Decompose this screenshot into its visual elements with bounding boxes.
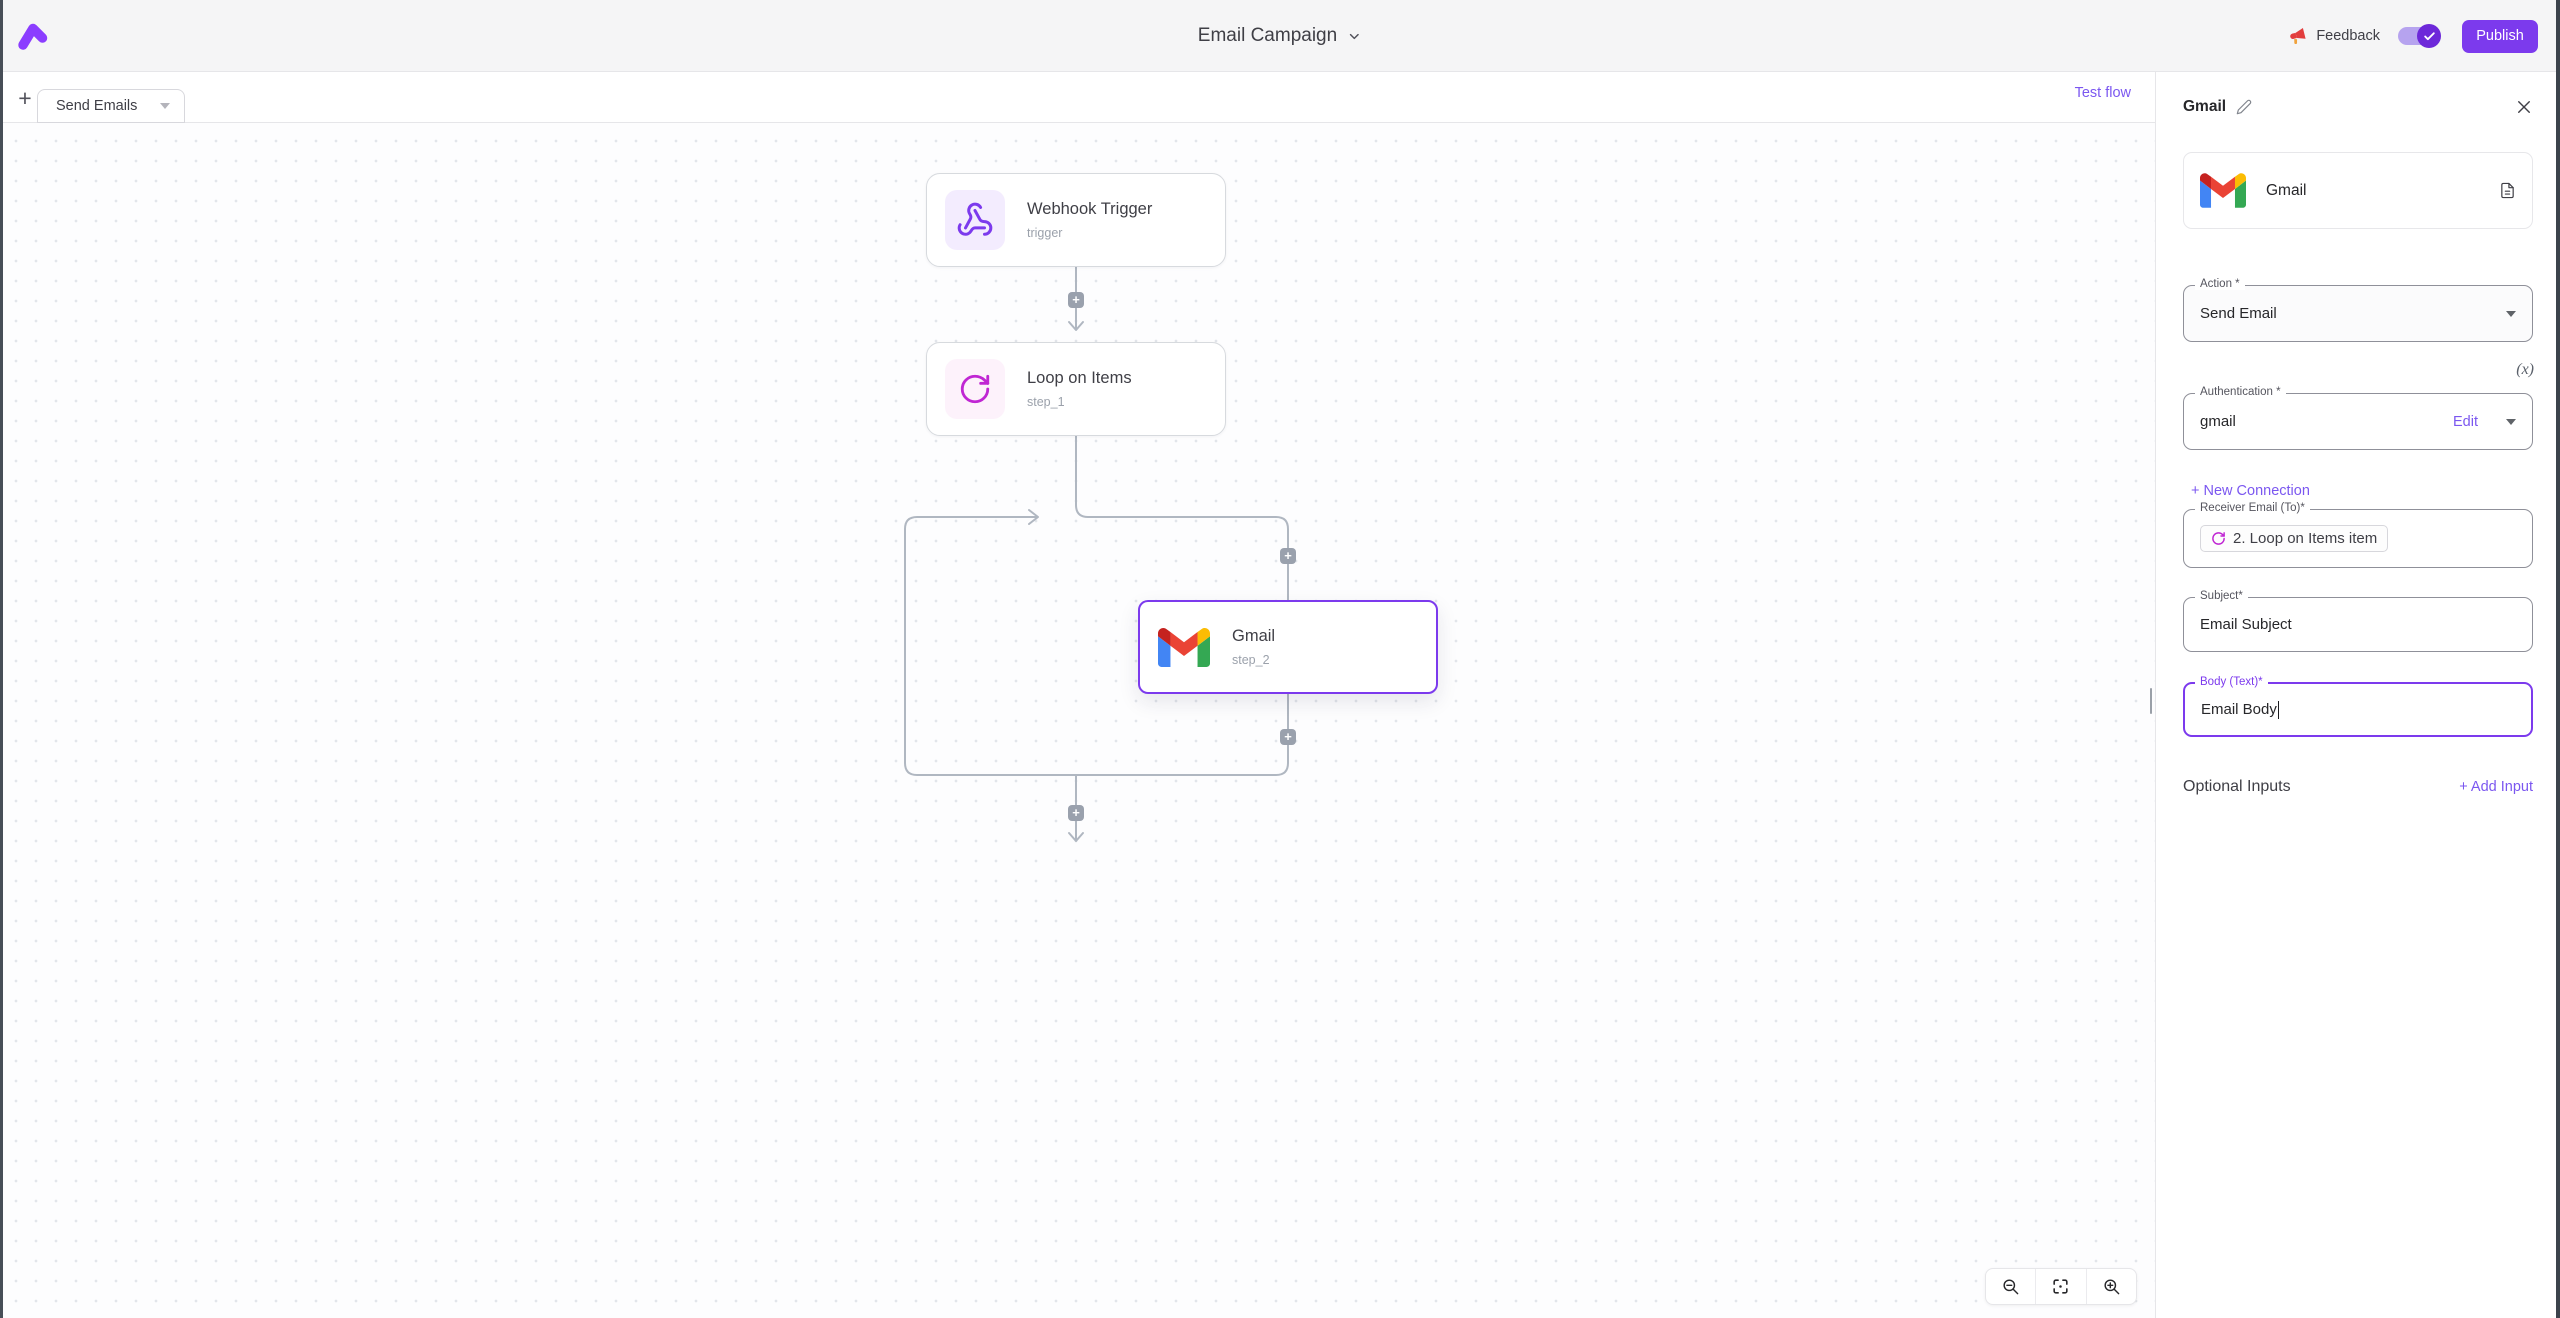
node-title: Loop on Items [1027, 369, 1132, 387]
authentication-select[interactable]: Authentication * gmail Edit [2183, 386, 2533, 450]
test-flow-button[interactable]: Test flow [2074, 85, 2131, 101]
subject-value: Email Subject [2200, 616, 2292, 633]
loop-item-token-chip[interactable]: 2. Loop on Items item [2200, 525, 2389, 552]
subject-input[interactable]: Subject* Email Subject [2183, 590, 2533, 652]
publish-button[interactable]: Publish [2462, 19, 2538, 53]
text-cursor [2277, 700, 2280, 719]
add-flow-button[interactable]: + [10, 81, 40, 115]
panel-header: Gmail [2183, 96, 2533, 118]
close-icon [2518, 101, 2530, 113]
panel-resize-handle[interactable] [2150, 688, 2152, 714]
webhook-icon [945, 190, 1005, 250]
optional-inputs-label: Optional Inputs [2183, 778, 2291, 795]
loop-icon [945, 359, 1005, 419]
node-subtitle: step_2 [1232, 653, 1270, 667]
fit-to-view-button[interactable] [2035, 1269, 2085, 1304]
flow-title-dropdown[interactable]: Email Campaign [1198, 0, 1362, 72]
header-actions: Feedback Publish [2289, 0, 2538, 72]
node-text: Loop on Items step_1 [1027, 369, 1132, 409]
body-text-input-focused[interactable]: Body (Text)* Email Body [2183, 676, 2533, 737]
zoom-out-icon [2003, 1279, 2019, 1295]
add-step-button[interactable]: + [1068, 805, 1084, 821]
close-panel-button[interactable] [2515, 98, 2533, 116]
app-info-card: Gmail [2183, 152, 2533, 229]
authentication-value: gmail [2200, 413, 2236, 430]
node-text: Gmail step_2 [1232, 627, 1275, 667]
node-title: Webhook Trigger [1027, 200, 1153, 218]
gmail-logo-icon [2200, 173, 2246, 208]
insert-variable-button[interactable]: (x) [2516, 361, 2534, 378]
window-left-edge [0, 0, 3, 1318]
document-icon [2501, 182, 2514, 199]
edit-name-pencil-icon[interactable] [2236, 99, 2252, 115]
token-label: 2. Loop on Items item [2233, 530, 2378, 547]
tab-dropdown-caret-icon[interactable] [160, 103, 170, 109]
gmail-logo-icon [1158, 627, 1210, 667]
node-title: Gmail [1232, 627, 1276, 645]
node-loop-on-items[interactable]: Loop on Items step_1 [926, 342, 1226, 436]
add-input-button[interactable]: + Add Input [2459, 779, 2533, 795]
action-select[interactable]: Action * Send Email [2183, 278, 2533, 342]
zoom-in-button[interactable] [2085, 1269, 2136, 1304]
top-header-bar: Email Campaign Feedback Publish [0, 0, 2560, 72]
select-caret-icon [2506, 310, 2516, 317]
new-connection-button[interactable]: + New Connection [2191, 483, 2310, 499]
add-step-button[interactable]: + [1280, 548, 1296, 564]
flow-canvas[interactable]: Webhook Trigger trigger Loop on Items st… [0, 123, 2155, 1318]
megaphone-icon [2290, 27, 2306, 44]
chevron-down-icon [1350, 33, 1360, 39]
feedback-label: Feedback [2316, 28, 2380, 44]
receiver-email-input[interactable]: Receiver Email (To)* 2. Loop on Items it… [2183, 502, 2533, 568]
page-title: Email Campaign [1197, 25, 1338, 46]
body-label: Body (Text)* [2195, 676, 2268, 688]
step-settings-panel: Gmail Gmail Action [2155, 72, 2560, 1318]
node-subtitle: trigger [1027, 226, 1063, 240]
panel-title: Gmail [2183, 98, 2227, 115]
action-value: Send Email [2200, 305, 2277, 322]
docs-button[interactable] [2499, 181, 2516, 200]
flow-tabs-toolbar: + Send Emails Test flow [0, 72, 2155, 123]
node-subtitle: step_1 [1027, 395, 1065, 409]
add-step-button[interactable]: + [1068, 292, 1084, 308]
zoom-in-icon [2104, 1279, 2120, 1295]
tab-label: Send Emails [56, 98, 138, 114]
select-caret-icon [2506, 418, 2516, 425]
action-label: Action * [2195, 278, 2245, 290]
receiver-email-label: Receiver Email (To)* [2195, 502, 2310, 514]
flow-enabled-toggle[interactable] [2398, 24, 2441, 48]
edit-connection-button[interactable]: Edit [2453, 413, 2478, 430]
app-name: Gmail [2266, 181, 2307, 199]
canvas-zoom-controls [1985, 1268, 2137, 1305]
add-step-button[interactable]: + [1280, 729, 1296, 745]
optional-inputs-row: Optional Inputs + Add Input [2183, 778, 2533, 796]
feedback-button[interactable]: Feedback [2289, 27, 2380, 46]
zoom-out-button[interactable] [1986, 1269, 2035, 1304]
window-right-edge [2556, 0, 2560, 1318]
toggle-knob-check-icon [2417, 24, 2441, 48]
fit-view-icon [2053, 1279, 2069, 1294]
loop-icon [2212, 532, 2225, 545]
node-text: Webhook Trigger trigger [1027, 200, 1152, 240]
node-gmail-selected[interactable]: Gmail step_2 [1138, 600, 1438, 694]
authentication-label: Authentication * [2195, 386, 2286, 398]
node-webhook-trigger[interactable]: Webhook Trigger trigger [926, 173, 1226, 267]
activepieces-logo-icon[interactable] [16, 19, 50, 53]
subject-label: Subject* [2195, 590, 2248, 602]
tab-send-emails[interactable]: Send Emails [37, 89, 185, 123]
body-value: Email Body [2201, 701, 2277, 718]
